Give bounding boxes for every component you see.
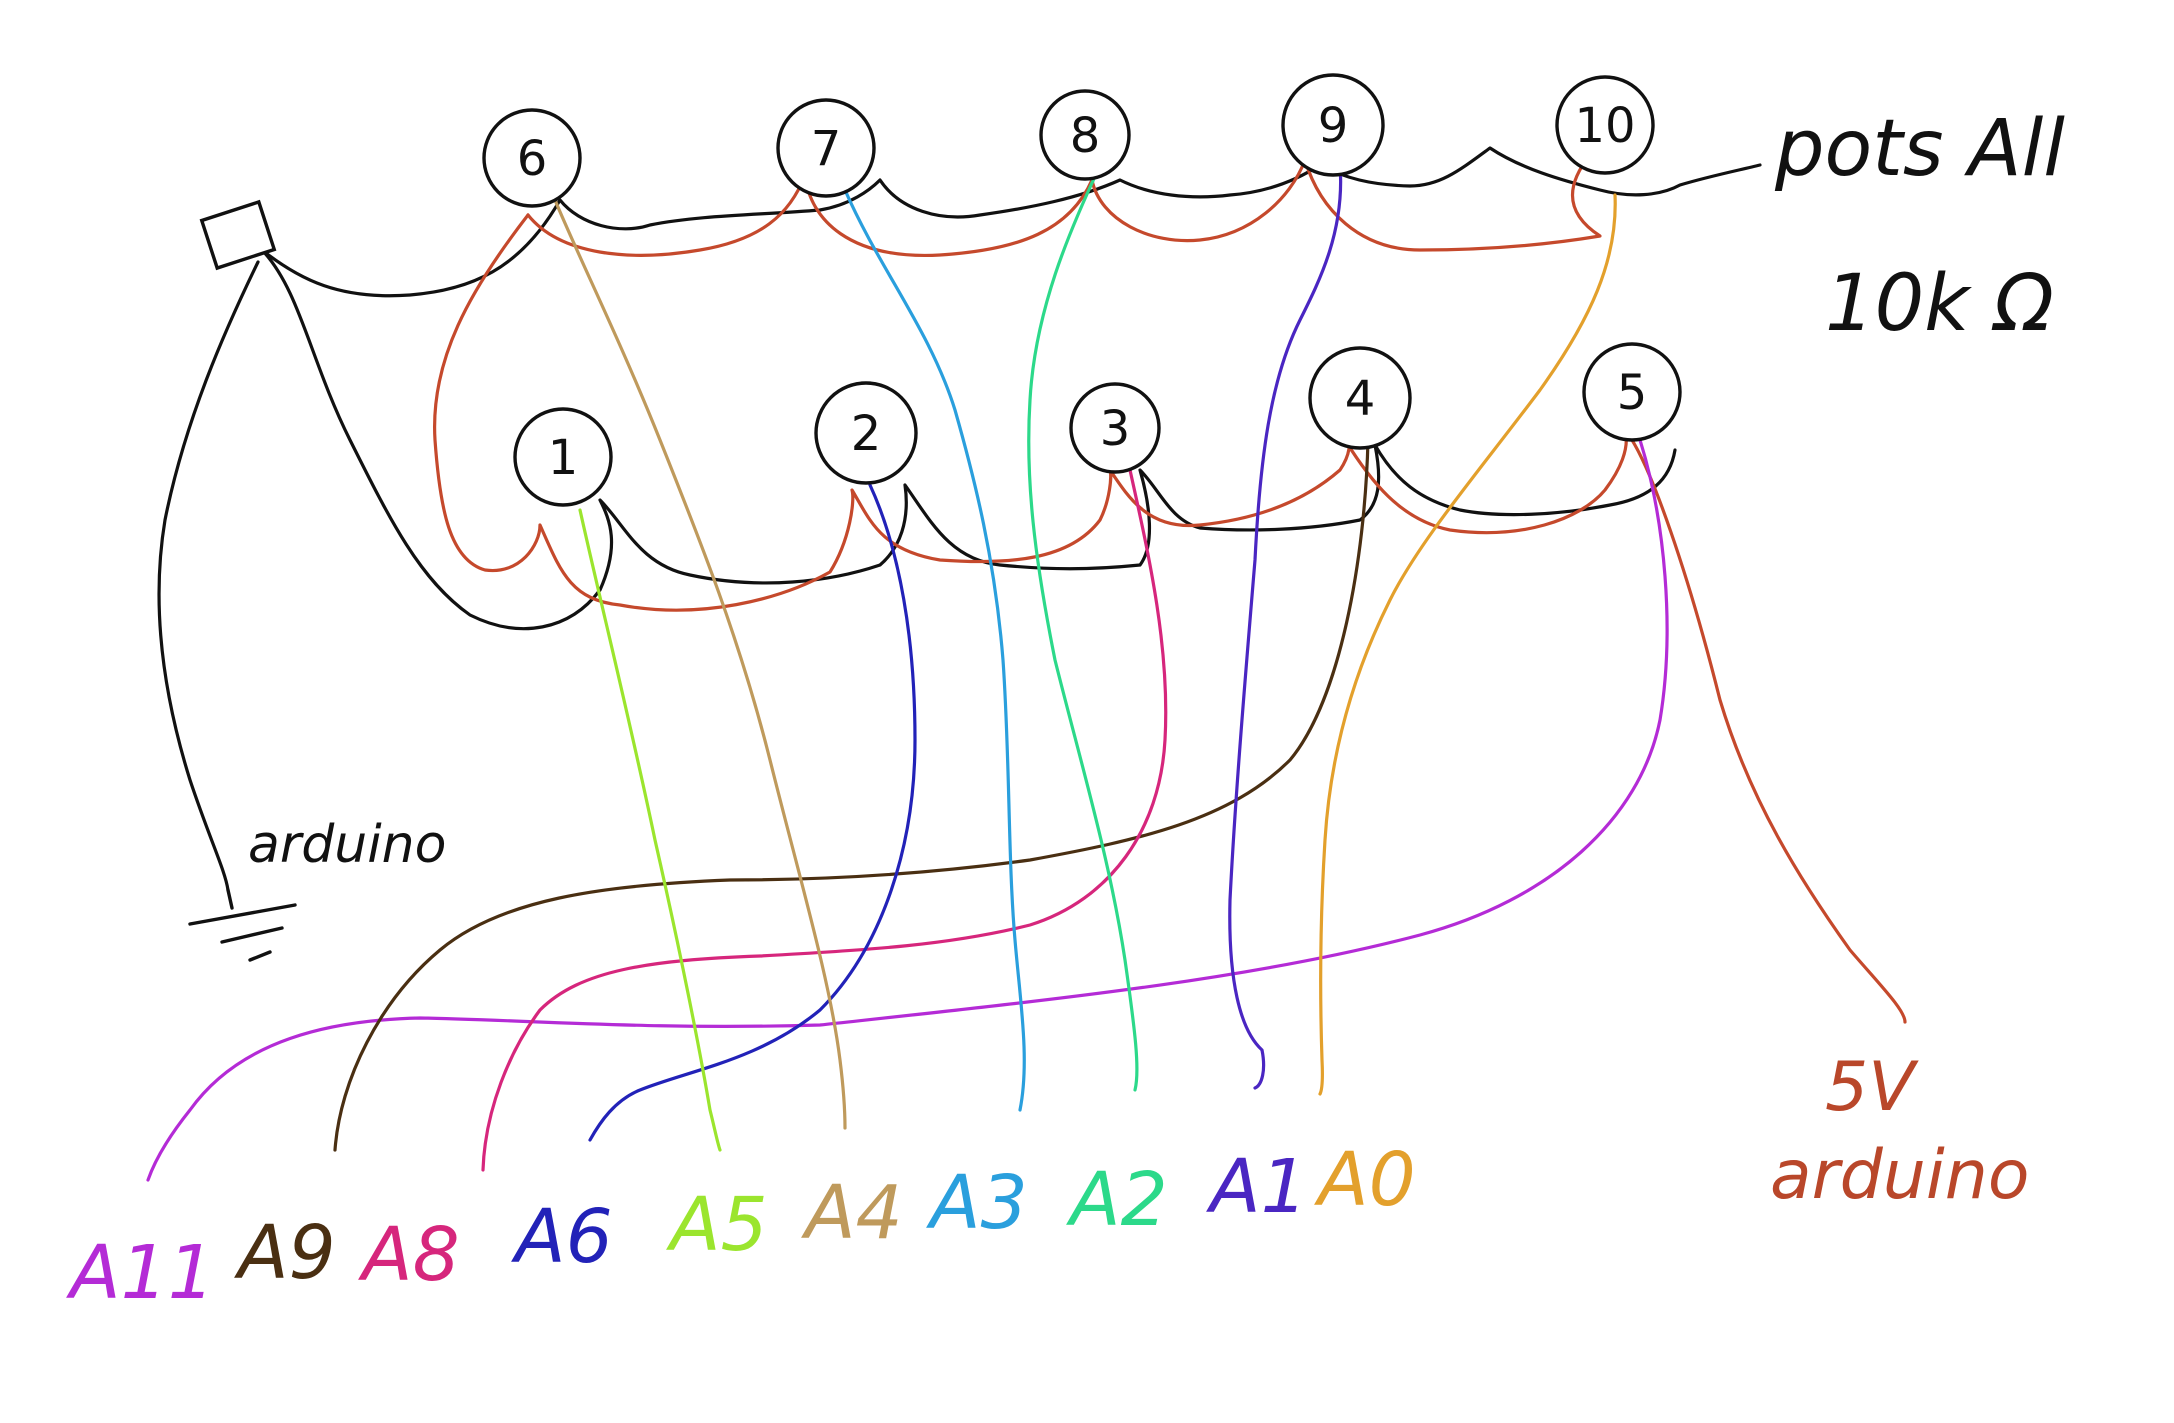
signal-wire-a4 xyxy=(553,198,847,1130)
signal-wire-a3 xyxy=(843,188,1026,1112)
supply-wire-to-arduino xyxy=(1623,428,1907,1024)
pot-9: 9 xyxy=(1281,73,1385,177)
supply-wire-bottom-row xyxy=(432,213,1628,612)
pot-7-body xyxy=(776,98,876,198)
note-line-2: 10k Ω xyxy=(1825,259,2054,349)
pot-8-number: 8 xyxy=(1070,108,1101,164)
signal-wire-a0 xyxy=(1318,193,1617,1096)
pot-7-number: 7 xyxy=(811,121,842,177)
ground-wire-top-row xyxy=(260,146,1762,298)
ground-arduino-label: arduino xyxy=(248,815,446,875)
supply-wiring xyxy=(432,153,1907,1024)
pin-labels: A11 A9 A8 A6 A5 A4 A3 A2 A1 A0 xyxy=(66,1137,1416,1316)
pot-8-body xyxy=(1039,89,1131,181)
pot-2: 2 xyxy=(814,381,918,485)
pot-2-number: 2 xyxy=(851,406,882,462)
pin-label-a0: A0 xyxy=(1314,1137,1416,1223)
pots: 1 2 3 4 5 6 7 8 xyxy=(482,73,1682,507)
pin-label-a4: A4 xyxy=(801,1170,903,1256)
pot-6-number: 6 xyxy=(517,131,548,187)
pot-1-number: 1 xyxy=(548,430,579,486)
signal-wire-a6 xyxy=(588,483,917,1142)
signal-wire-a2 xyxy=(1027,168,1139,1092)
pin-label-a5: A5 xyxy=(666,1182,768,1268)
signal-wire-a11 xyxy=(146,438,1669,1182)
ground-wire-to-arduino xyxy=(157,260,260,892)
pot-3: 3 xyxy=(1069,382,1161,474)
pot-9-number: 9 xyxy=(1318,98,1349,154)
ground-wire-bottom-row xyxy=(260,248,1677,631)
pin-label-a2: A2 xyxy=(1066,1157,1168,1243)
pin-label-a6: A6 xyxy=(511,1194,613,1280)
pin-label-a1: A1 xyxy=(1206,1144,1308,1230)
pot-10-number: 10 xyxy=(1574,98,1635,154)
signal-wire-a9 xyxy=(333,438,1370,1152)
pin-label-a3: A3 xyxy=(926,1160,1028,1246)
signal-wires xyxy=(146,163,1669,1182)
supply-label-line-2: arduino xyxy=(1770,1136,2029,1215)
pot-3-number: 3 xyxy=(1100,401,1131,457)
ground-junction-box xyxy=(199,199,277,271)
pot-7: 7 xyxy=(776,98,876,198)
pot-8: 8 xyxy=(1039,89,1131,181)
pot-6-body xyxy=(482,108,582,208)
pot-6: 6 xyxy=(482,108,582,208)
pot-4: 4 xyxy=(1308,346,1412,450)
pot-1-body xyxy=(513,407,613,507)
pot-9-body xyxy=(1281,73,1385,177)
pin-label-a9: A9 xyxy=(234,1210,336,1296)
signal-wire-a5 xyxy=(578,508,722,1152)
ground-icon xyxy=(188,888,297,962)
supply-label-line-1: 5V xyxy=(1825,1048,1919,1127)
pot-5-body xyxy=(1582,342,1682,442)
pot-10-body xyxy=(1555,75,1655,175)
pot-5: 5 xyxy=(1582,342,1682,442)
pot-1: 1 xyxy=(513,407,613,507)
pin-label-a11: A11 xyxy=(66,1230,215,1316)
pin-label-a8: A8 xyxy=(358,1212,460,1298)
ground-wiring xyxy=(157,146,1762,892)
pot-10: 10 xyxy=(1555,75,1655,175)
pot-4-number: 4 xyxy=(1345,371,1376,427)
signal-wire-a8 xyxy=(481,468,1168,1172)
signal-wire-a1 xyxy=(1228,163,1343,1090)
note-line-1: pots All xyxy=(1774,104,2065,194)
supply-wire-top-row xyxy=(526,153,1602,257)
pot-4-body xyxy=(1308,346,1412,450)
pot-3-body xyxy=(1069,382,1161,474)
pot-5-number: 5 xyxy=(1617,365,1648,421)
pot-2-body xyxy=(814,381,918,485)
